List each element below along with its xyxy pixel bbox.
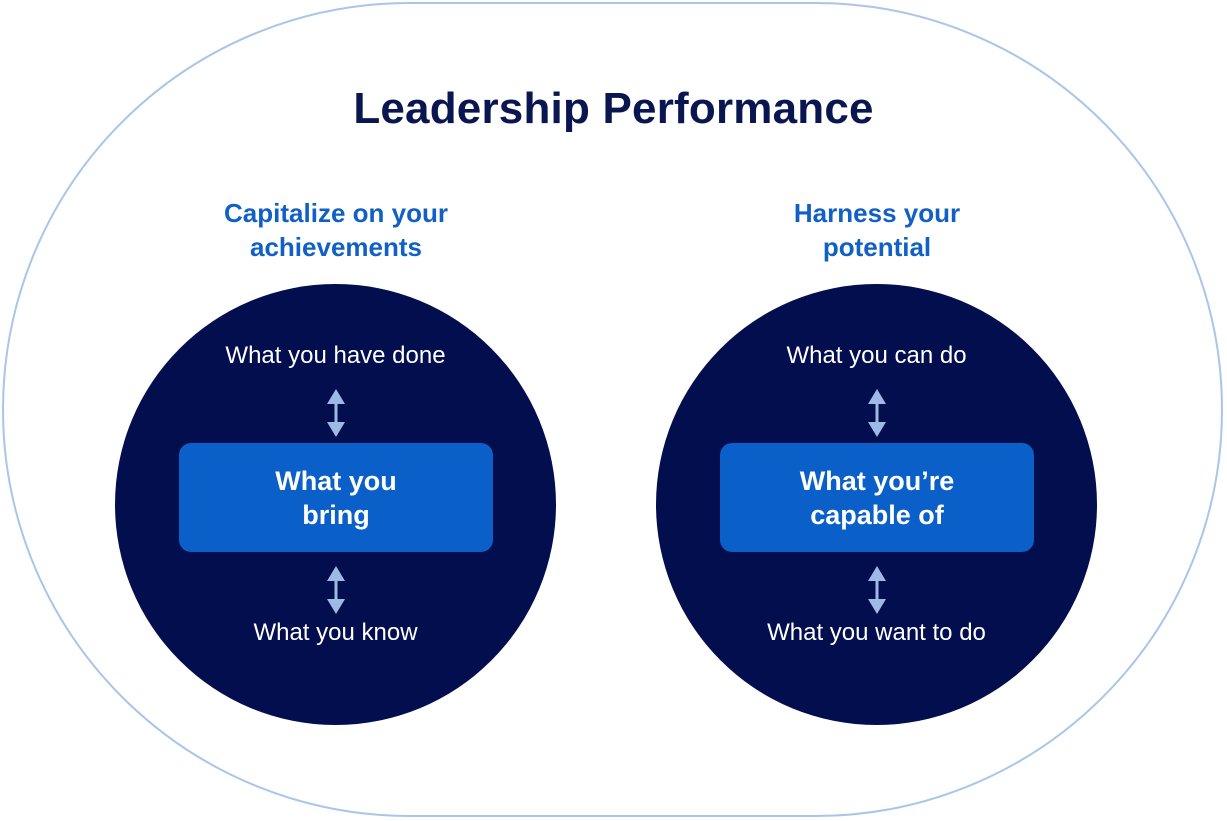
left-top-text: What you have done — [225, 342, 446, 369]
left-heading-line1: Capitalize on your — [224, 198, 448, 228]
right-center-line1: What you’re — [799, 465, 955, 496]
double-arrow-icon — [327, 389, 345, 437]
right-heading: Harness your potential — [697, 196, 1057, 264]
left-circle: What you have done What you bring What y… — [115, 284, 556, 725]
double-arrow-icon — [868, 389, 886, 437]
right-bottom-text: What you want to do — [767, 619, 986, 646]
left-heading-line2: achievements — [250, 232, 422, 262]
right-center-box: What you’re capable of — [720, 443, 1034, 552]
right-circle: What you can do What you’re capable of W… — [656, 284, 1097, 725]
right-heading-line1: Harness your — [793, 198, 961, 228]
double-arrow-icon — [327, 566, 345, 614]
diagram-title: Leadership Performance — [353, 84, 874, 133]
right-top-text: What you can do — [786, 342, 967, 369]
left-center-box: What you bring — [179, 443, 493, 552]
left-center-line1: What you — [275, 465, 397, 496]
right-center-line2: capable of — [810, 499, 944, 530]
left-center-line2: bring — [302, 499, 370, 530]
double-arrow-icon — [868, 566, 886, 614]
left-heading: Capitalize on your achievements — [156, 196, 516, 264]
left-bottom-text: What you know — [253, 619, 418, 646]
right-heading-line2: potential — [822, 232, 932, 262]
